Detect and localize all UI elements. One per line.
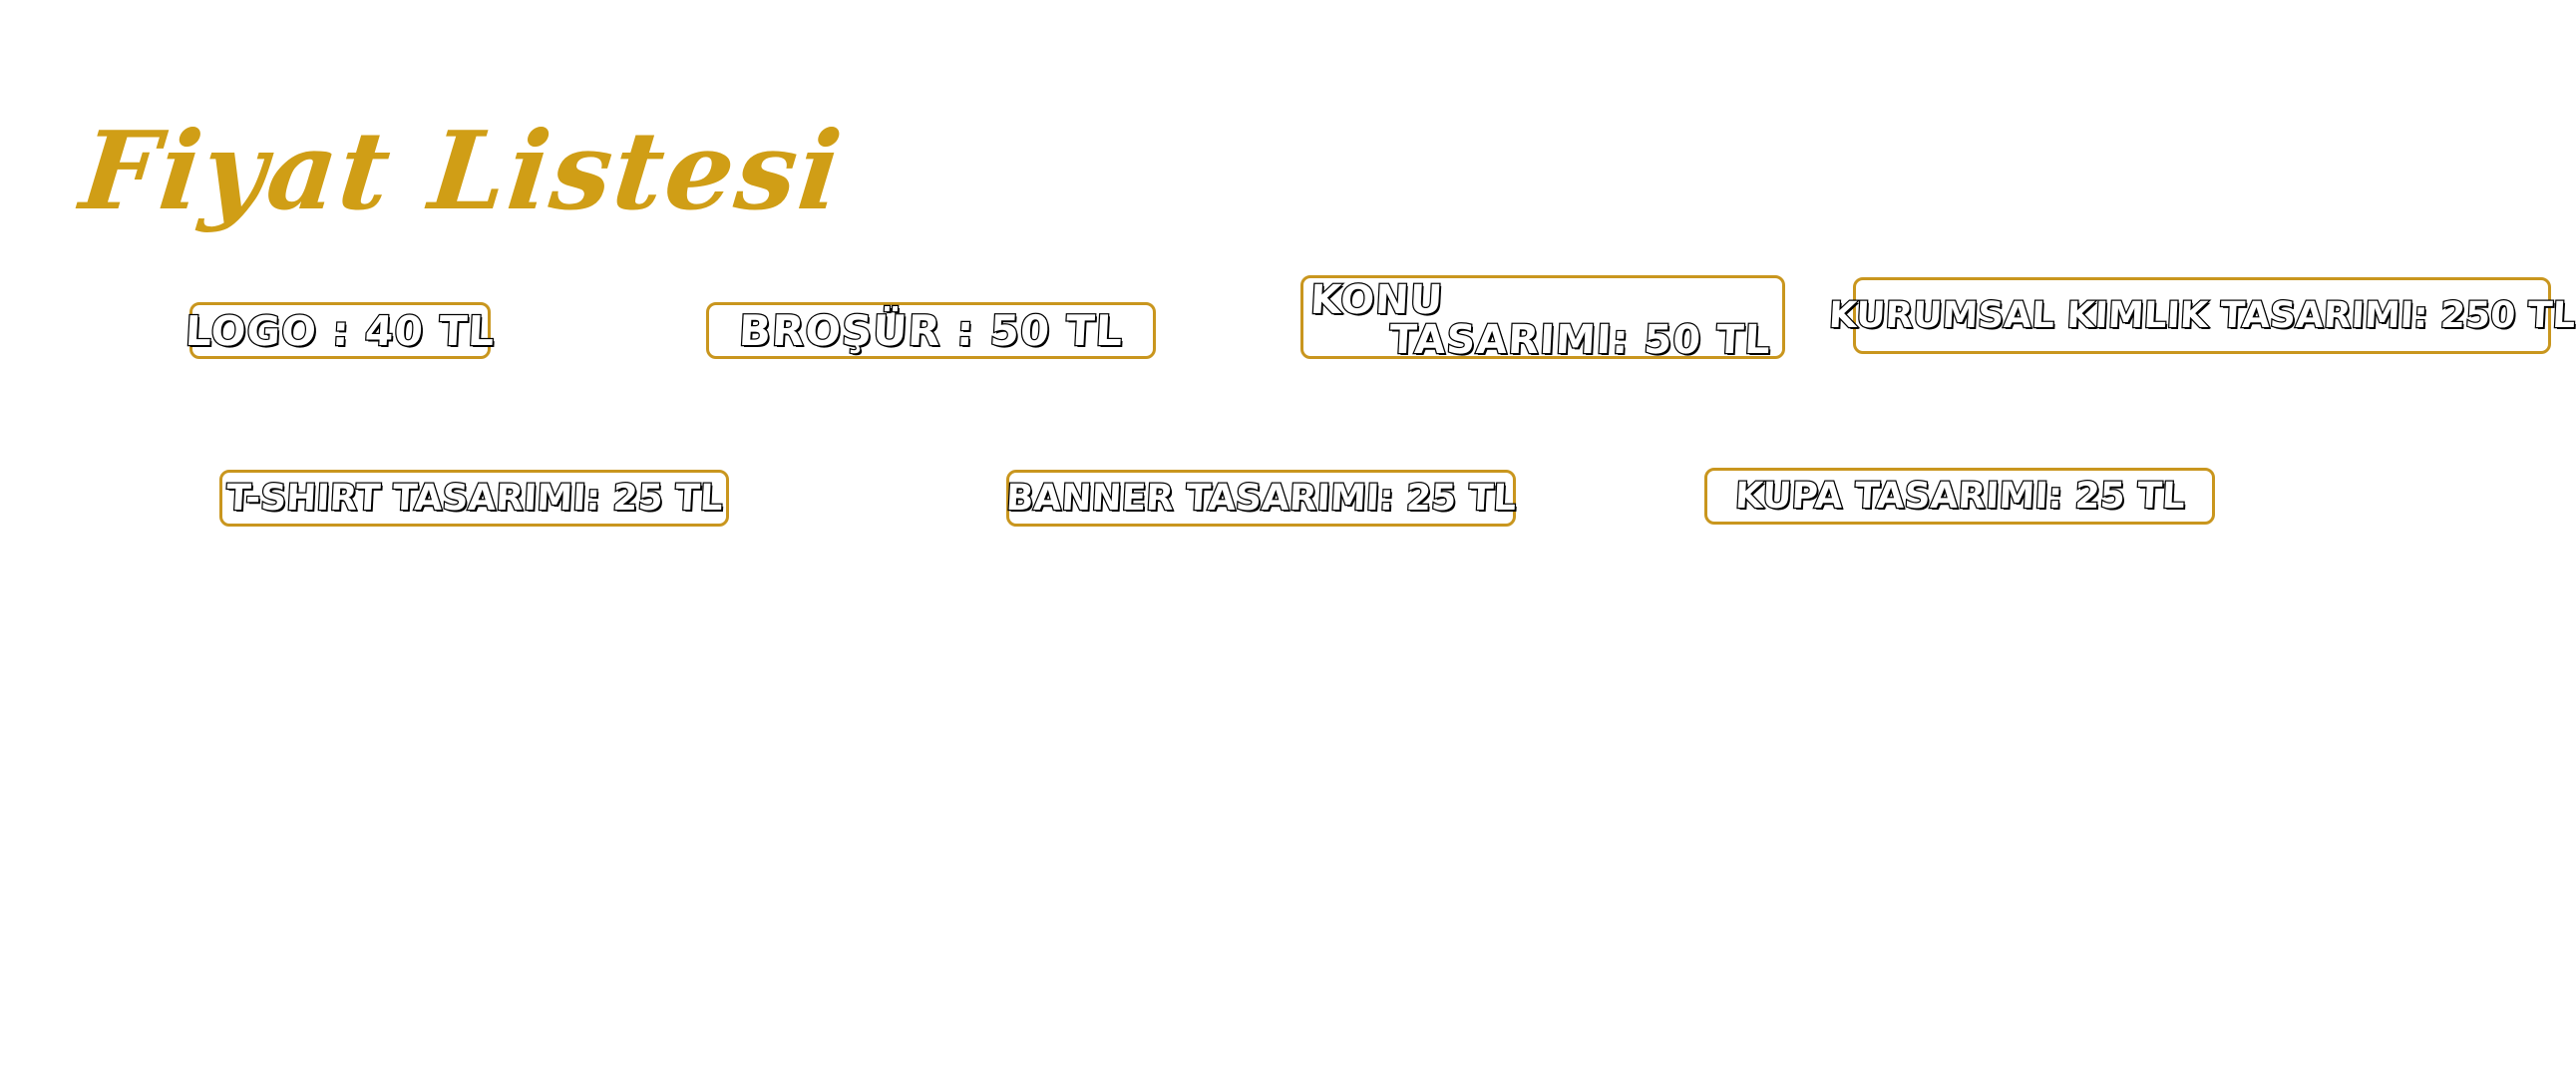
price-item-tshirt: T-SHIRT TASARIMI: 25 TL [219,470,729,527]
price-label-line1: KONU [1307,276,1445,325]
price-label-line2: TASARIMI: 50 TL [1387,316,1773,365]
price-item-banner: BANNER TASARIMI: 25 TL [1004,470,1519,527]
price-item-konu-tasarimi: KONU TASARIMI: 50 TL [1300,275,1785,365]
price-label: KUPA TASARIMI: 25 TL [1732,475,2186,519]
price-label: T-SHIRT TASARIMI: 25 TL [223,477,724,521]
price-item-logo: LOGO : 40 TL [183,302,498,359]
price-label: KURUMSAL KIMLIK TASARIMI: 250 TL [1827,294,2576,338]
price-label: KONU TASARIMI: 50 TL [1307,276,1774,365]
price-label: BROŞÜR : 50 TL [736,305,1125,357]
page-title: Fiyat Listesi [75,109,849,234]
price-label: LOGO : 40 TL [183,305,497,356]
price-label: BANNER TASARIMI: 25 TL [1004,477,1519,521]
price-item-kurumsal-kimlik: KURUMSAL KIMLIK TASARIMI: 250 TL [1827,277,2576,354]
price-item-kupa: KUPA TASARIMI: 25 TL [1704,468,2215,525]
price-item-brosur: BROŞÜR : 50 TL [706,302,1156,359]
